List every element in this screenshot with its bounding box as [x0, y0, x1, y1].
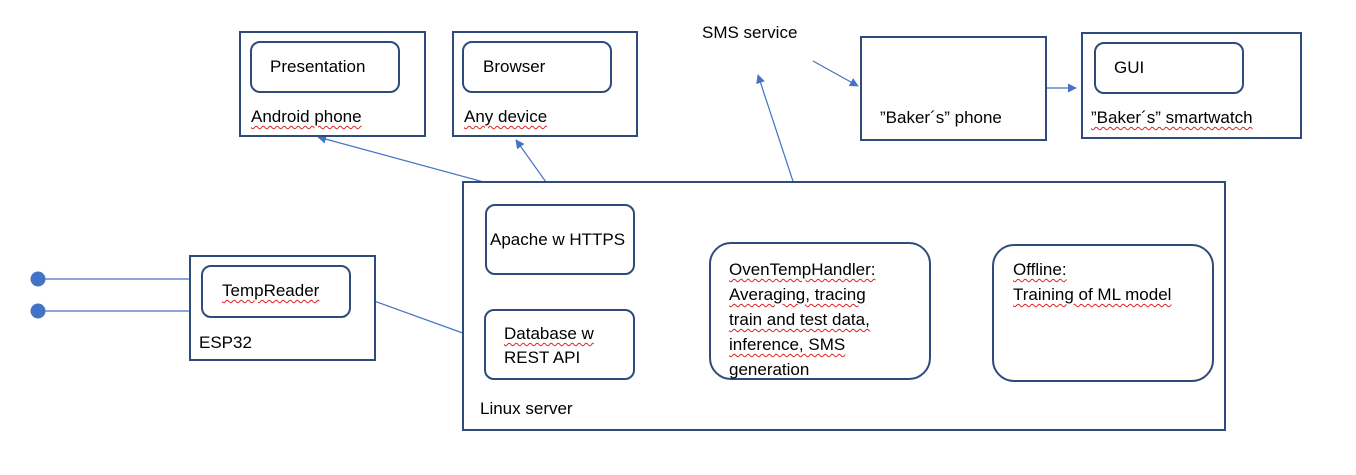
oven-handler-line-4: inference, SMS [729, 335, 846, 354]
bakers-phone-node: ”Baker´s” phone [860, 36, 1047, 141]
android-phone-label: Android phone [251, 107, 362, 126]
linux-server-label: Linux server [480, 399, 573, 418]
browser-label: Browser [483, 57, 546, 76]
offline-line-1: Offline: [1013, 260, 1067, 279]
bakers-smartwatch-node: GUI ”Baker´s” smartwatch [1081, 32, 1302, 139]
oven-temp-handler-text: OvenTempHandler: Averaging, tracing trai… [729, 257, 875, 382]
oven-handler-line-3: train and test data, [729, 310, 870, 329]
bakers-phone-label: ”Baker´s” phone [880, 108, 1002, 127]
any-device-node: Browser Any device [452, 31, 638, 137]
gui-component: GUI [1094, 42, 1244, 94]
presentation-label: Presentation [270, 57, 366, 76]
presentation-component: Presentation [250, 41, 400, 93]
offline-line-2: Training of ML model [1013, 285, 1172, 304]
bakers-smartwatch-label: ”Baker´s” smartwatch [1091, 108, 1253, 127]
esp32-label: ESP32 [199, 333, 252, 352]
android-phone-node: Presentation Android phone [239, 31, 426, 137]
tempreader-label: TempReader [222, 281, 320, 300]
esp32-node: TempReader ESP32 [189, 255, 376, 361]
oven-handler-line-1: OvenTempHandler: [729, 260, 876, 279]
database-label-line1: Database w [504, 324, 594, 343]
oven-temp-handler-component: OvenTempHandler: Averaging, tracing trai… [709, 242, 931, 380]
gui-label: GUI [1114, 58, 1145, 77]
sms-service-label: SMS service [702, 23, 798, 42]
browser-component: Browser [462, 41, 612, 93]
database-label-line2: REST API [504, 348, 581, 367]
linux-server-node: Apache w HTTPS Database w REST API OvenT… [462, 181, 1226, 431]
tempreader-component: TempReader [201, 265, 351, 318]
any-device-label: Any device [464, 107, 548, 126]
oven-handler-line-2: Averaging, tracing [729, 285, 866, 304]
arrow-sms-to-bakers-phone [812, 60, 859, 87]
oven-handler-line-5: generation [729, 360, 810, 379]
offline-training-component: Offline: Training of ML model [992, 244, 1214, 382]
apache-component: Apache w HTTPS [485, 204, 635, 275]
database-component: Database w REST API [484, 309, 635, 380]
sensor-terminal-1 [30, 271, 46, 287]
sensor-terminal-2 [30, 303, 46, 319]
apache-label: Apache w HTTPS [490, 230, 626, 249]
offline-training-text: Offline: Training of ML model [1013, 257, 1171, 307]
